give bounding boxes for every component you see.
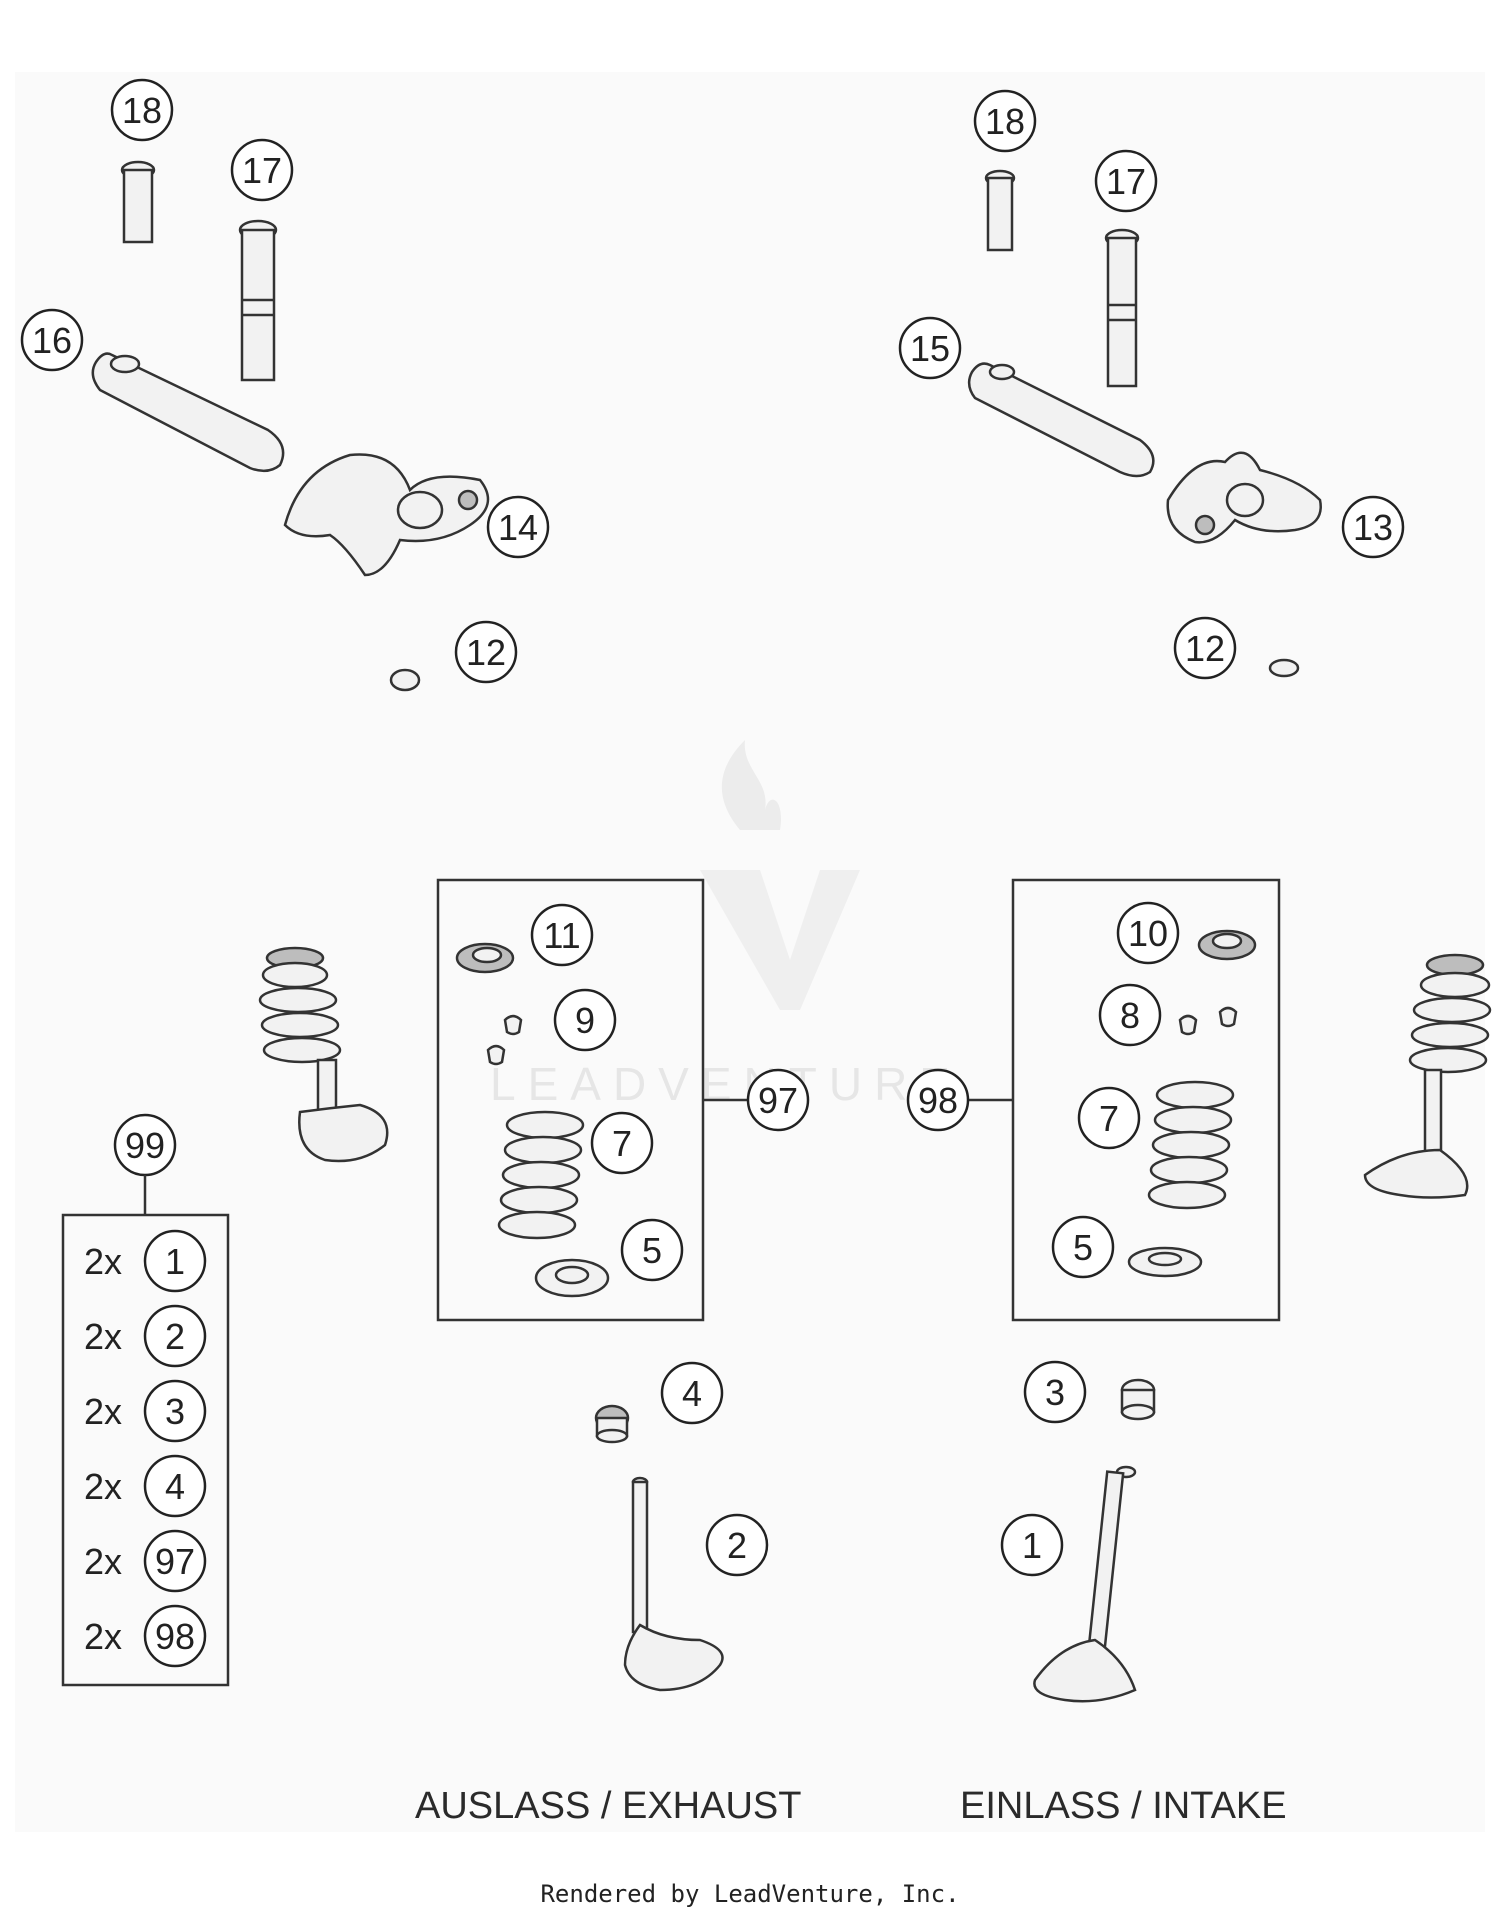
callout-5-exhaust[interactable]: 5: [620, 1218, 684, 1282]
callout-98[interactable]: 98: [906, 1068, 970, 1132]
callout-18-right[interactable]: 18: [973, 89, 1037, 153]
spring-seat-5-intake-part: [1127, 1246, 1203, 1278]
callout-4[interactable]: 4: [660, 1361, 724, 1425]
svg-text:17: 17: [1106, 161, 1146, 202]
assembled-exhaust-valve-part: [258, 946, 389, 1163]
callout-12-right[interactable]: 12: [1173, 616, 1237, 680]
callout-3[interactable]: 3: [1023, 1360, 1087, 1424]
spring-retainer-10-part: [1197, 929, 1257, 961]
callout-7-intake[interactable]: 7: [1077, 1086, 1141, 1150]
valve-cotters-8-part: [1178, 1006, 1238, 1036]
svg-text:97: 97: [758, 1080, 798, 1121]
svg-text:9: 9: [575, 1000, 595, 1041]
svg-text:17: 17: [242, 150, 282, 191]
svg-text:7: 7: [1099, 1098, 1119, 1139]
valve-spring-7-intake-part: [1147, 1080, 1235, 1210]
callout-10[interactable]: 10: [1116, 901, 1180, 965]
svg-text:2: 2: [727, 1525, 747, 1566]
svg-text:15: 15: [910, 328, 950, 369]
valve-stem-seal-3-part: [1120, 1378, 1156, 1421]
callout-12-left[interactable]: 12: [454, 620, 518, 684]
kit-qty: 2x: [84, 1466, 122, 1507]
svg-text:12: 12: [466, 632, 506, 673]
exhaust-valve-2-part: [623, 1476, 724, 1692]
kit-part-number[interactable]: 97: [155, 1541, 195, 1582]
svg-text:18: 18: [122, 90, 162, 131]
svg-text:16: 16: [32, 320, 72, 361]
kit-list-row: 2x 97: [84, 1529, 207, 1593]
svg-text:7: 7: [612, 1123, 632, 1164]
callout-7-exhaust[interactable]: 7: [590, 1111, 654, 1175]
intake-valve-1-part: [1033, 1465, 1137, 1703]
callout-14[interactable]: 14: [486, 495, 550, 559]
callout-17-left[interactable]: 17: [230, 138, 294, 202]
kit-list-box: [61, 1213, 230, 1687]
kit-qty: 2x: [84, 1616, 122, 1657]
svg-text:14: 14: [498, 507, 538, 548]
kit-part-number[interactable]: 2: [165, 1316, 185, 1357]
callout-18-left[interactable]: 18: [110, 78, 174, 142]
leadventure-watermark: LEADVENTURE: [490, 740, 962, 1110]
rocker-arm-14-part: [283, 453, 490, 577]
callout-97[interactable]: 97: [746, 1068, 810, 1132]
svg-text:98: 98: [918, 1080, 958, 1121]
callout-9[interactable]: 9: [553, 988, 617, 1052]
svg-text:3: 3: [1045, 1372, 1065, 1413]
valve-cotters-9-part: [486, 1014, 523, 1066]
kit-part-number[interactable]: 3: [165, 1391, 185, 1432]
kit-part-number[interactable]: 4: [165, 1466, 185, 1507]
bolt-17-right-part: [1104, 228, 1140, 388]
kit-qty: 2x: [84, 1541, 122, 1582]
rendered-by-footer: Rendered by LeadVenture, Inc.: [540, 1880, 960, 1908]
callout-8[interactable]: 8: [1098, 983, 1162, 1047]
rocker-arm-13-part: [1166, 451, 1322, 544]
kit-qty: 2x: [84, 1391, 122, 1432]
kit-qty: 2x: [84, 1316, 122, 1357]
svg-text:5: 5: [642, 1230, 662, 1271]
svg-text:13: 13: [1353, 507, 1393, 548]
shim-12-left-part: [389, 668, 421, 692]
svg-text:10: 10: [1128, 913, 1168, 954]
svg-text:11: 11: [543, 915, 580, 956]
kit-list-row: 2x 2: [84, 1304, 207, 1368]
kit-list-row: 2x 98: [84, 1604, 207, 1668]
callout-2[interactable]: 2: [705, 1513, 769, 1577]
valve-spring-7-exhaust-part: [497, 1110, 585, 1240]
assembled-intake-valve-part: [1363, 953, 1492, 1199]
svg-text:4: 4: [682, 1373, 702, 1414]
kit-list-row: 2x 4: [84, 1454, 207, 1518]
rocker-shaft-15-part: [967, 362, 1155, 478]
callout-1[interactable]: 1: [1000, 1513, 1064, 1577]
kit-qty: 2x: [84, 1241, 122, 1282]
bolt-18-right-part: [984, 169, 1016, 252]
callout-15[interactable]: 15: [898, 316, 962, 380]
svg-text:5: 5: [1073, 1227, 1093, 1268]
svg-text:99: 99: [125, 1125, 165, 1166]
callout-16[interactable]: 16: [20, 308, 84, 372]
callout-11[interactable]: 11: [530, 903, 594, 967]
callout-13[interactable]: 13: [1341, 495, 1405, 559]
exhaust-label: AUSLASS / EXHAUST: [415, 1785, 801, 1827]
kit-part-number[interactable]: 1: [165, 1241, 185, 1282]
svg-text:18: 18: [985, 101, 1025, 142]
rocker-shaft-16-part: [91, 352, 285, 473]
callout-17-right[interactable]: 17: [1094, 149, 1158, 213]
kit-list-row: 2x 3: [84, 1379, 207, 1443]
kit-list-row: 2x 1: [84, 1229, 207, 1293]
shim-12-right-part: [1268, 658, 1300, 678]
kit-part-number[interactable]: 98: [155, 1616, 195, 1657]
watermark-text: LEADVENTURE: [490, 1058, 962, 1110]
callout-99[interactable]: 99: [113, 1113, 177, 1177]
bolt-18-left-part: [120, 160, 156, 244]
spring-seat-5-exhaust-part: [534, 1258, 610, 1298]
svg-text:8: 8: [1120, 995, 1140, 1036]
svg-text:12: 12: [1185, 628, 1225, 669]
spring-retainer-11-part: [455, 942, 515, 974]
svg-text:1: 1: [1022, 1525, 1042, 1566]
intake-label: EINLASS / INTAKE: [960, 1785, 1287, 1827]
callout-5-intake[interactable]: 5: [1051, 1215, 1115, 1279]
valve-stem-seal-4-part: [594, 1404, 630, 1444]
bolt-17-left-part: [238, 219, 278, 382]
